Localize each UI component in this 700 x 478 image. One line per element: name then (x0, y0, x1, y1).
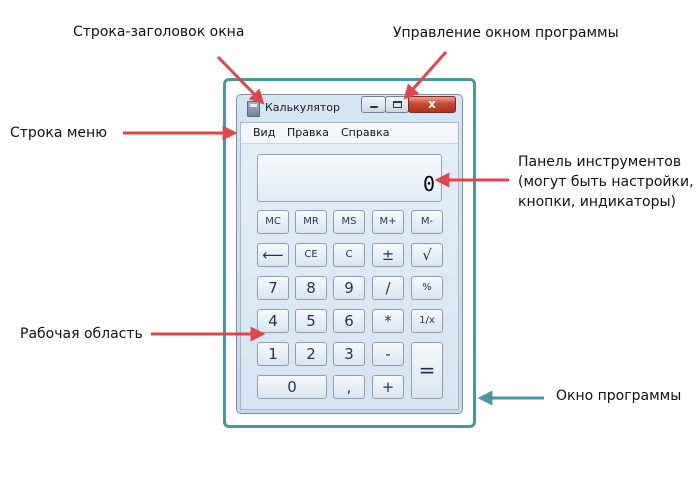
menu-item-view[interactable]: Вид (253, 126, 276, 139)
menu-bar: Вид Правка Справка (241, 123, 458, 144)
label-toolbar-line3: кнопки, индикаторы) (518, 194, 676, 210)
label-window-controls: Управление окном программы (393, 25, 619, 41)
key-m-minus[interactable]: M- (411, 210, 443, 234)
key-multiply[interactable]: * (372, 309, 404, 333)
key-ms[interactable]: MS (333, 210, 365, 234)
key-3[interactable]: 3 (333, 342, 365, 366)
key-minus[interactable]: - (372, 342, 404, 366)
key-backspace[interactable]: ⟵ (257, 243, 289, 267)
label-toolbar-line1: Панель инструментов (518, 154, 682, 170)
key-equals[interactable]: = (411, 342, 443, 399)
key-comma[interactable]: , (333, 375, 365, 399)
key-m-plus[interactable]: M+ (372, 210, 404, 234)
window-title: Калькулятор (265, 101, 340, 114)
key-divide[interactable]: / (372, 276, 404, 300)
key-plus[interactable]: + (372, 375, 404, 399)
label-title-bar: Строка-заголовок окна (73, 24, 245, 40)
title-bar: Калькулятор x (237, 95, 462, 121)
arrow-title-bar (216, 55, 265, 105)
program-window-frame (223, 78, 476, 428)
key-2[interactable]: 2 (295, 342, 327, 366)
key-reciprocal[interactable]: 1/x (411, 309, 443, 333)
close-icon: x (428, 97, 436, 111)
key-7[interactable]: 7 (257, 276, 289, 300)
menu-item-help[interactable]: Справка (341, 126, 390, 139)
label-work-area: Рабочая область (20, 326, 143, 342)
arrow-window-controls (403, 51, 448, 100)
label-toolbar-line2: (могут быть настройки, (518, 174, 694, 190)
key-mr[interactable]: MR (295, 210, 327, 234)
key-6[interactable]: 6 (333, 309, 365, 333)
key-9[interactable]: 9 (333, 276, 365, 300)
label-menu-bar: Строка меню (10, 125, 107, 141)
close-button[interactable]: x (408, 96, 456, 113)
key-ce[interactable]: CE (295, 243, 327, 267)
key-percent[interactable]: % (411, 276, 443, 300)
key-5[interactable]: 5 (295, 309, 327, 333)
maximize-icon (393, 101, 402, 108)
label-program-window: Окно программы (556, 388, 682, 404)
key-1[interactable]: 1 (257, 342, 289, 366)
display-value: 0 (422, 172, 435, 196)
key-plus-minus[interactable]: ± (372, 243, 404, 267)
key-c[interactable]: C (333, 243, 365, 267)
key-0[interactable]: 0 (257, 375, 327, 399)
menu-item-edit[interactable]: Правка (287, 126, 329, 139)
minimize-icon (370, 106, 378, 108)
key-sqrt[interactable]: √ (411, 243, 443, 267)
key-8[interactable]: 8 (295, 276, 327, 300)
key-mc[interactable]: MC (257, 210, 289, 234)
calculator-display: 0 (257, 154, 442, 202)
